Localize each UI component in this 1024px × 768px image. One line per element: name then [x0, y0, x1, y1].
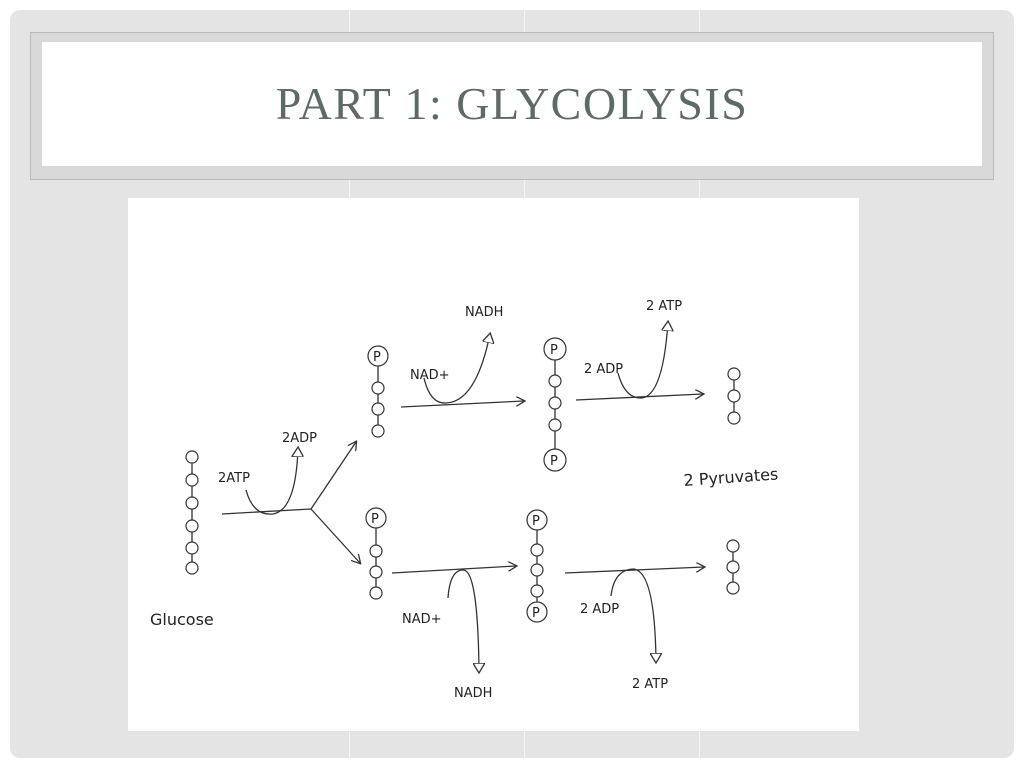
slide-title: PART 1: GLYCOLYSIS: [275, 78, 749, 129]
two-adp-out-label: 2ADP: [282, 431, 317, 446]
bottom-nadh-label: NADH: [454, 686, 492, 701]
top-two-atp-label: 2 ATP: [646, 299, 682, 314]
bottom-pyruvate-molecule: [726, 539, 740, 595]
top-pyruvate-molecule: [727, 367, 741, 425]
top-nad-plus-label: NAD+: [410, 368, 450, 383]
top-nadh-label: NADH: [465, 305, 503, 320]
top-g3p-molecule: [367, 345, 389, 438]
split-arrow-up: [310, 442, 356, 510]
top-atp-curve: [617, 322, 668, 399]
glucose-molecule: [185, 450, 199, 575]
bottom-two-atp-label: 2 ATP: [632, 677, 668, 692]
top-phosphorylation-arrow: [575, 394, 703, 401]
bottom-g3p-molecule: [365, 507, 387, 600]
glucose-label: Glucose: [150, 610, 214, 629]
top-two-adp-label: 2 ADP: [584, 362, 623, 377]
phosphate-label: P: [550, 454, 558, 469]
top-oxidation-arrow: [400, 401, 524, 408]
phosphate-label: P: [550, 343, 558, 358]
bottom-nadh-curve: [447, 569, 479, 672]
phosphate-label: P: [532, 606, 540, 621]
bottom-nad-plus-label: NAD+: [402, 612, 442, 627]
phosphate-label: P: [371, 512, 379, 527]
bottom-atp-curve: [610, 568, 656, 662]
bottom-two-adp-label: 2 ADP: [580, 602, 619, 617]
top-bisphosphate-molecule: [543, 337, 567, 472]
bottom-bisphosphate-molecule: [526, 509, 548, 623]
top-nadh-curve: [423, 334, 490, 404]
split-arrow-down: [310, 508, 360, 563]
atp-investment-curve: [245, 448, 298, 515]
bottom-phosphorylation-arrow: [564, 567, 704, 574]
phosphate-label: P: [532, 514, 540, 529]
pyruvates-label: 2 Pyruvates: [683, 464, 779, 490]
two-atp-in-label: 2ATP: [218, 471, 250, 486]
title-box: PART 1: GLYCOLYSIS: [42, 42, 982, 166]
glycolysis-diagram: Glucose 2ATP 2ADP P NAD+: [128, 198, 859, 731]
phosphate-label: P: [373, 350, 381, 365]
split-arrow-stem: [221, 508, 312, 515]
bottom-oxidation-arrow: [391, 566, 516, 574]
